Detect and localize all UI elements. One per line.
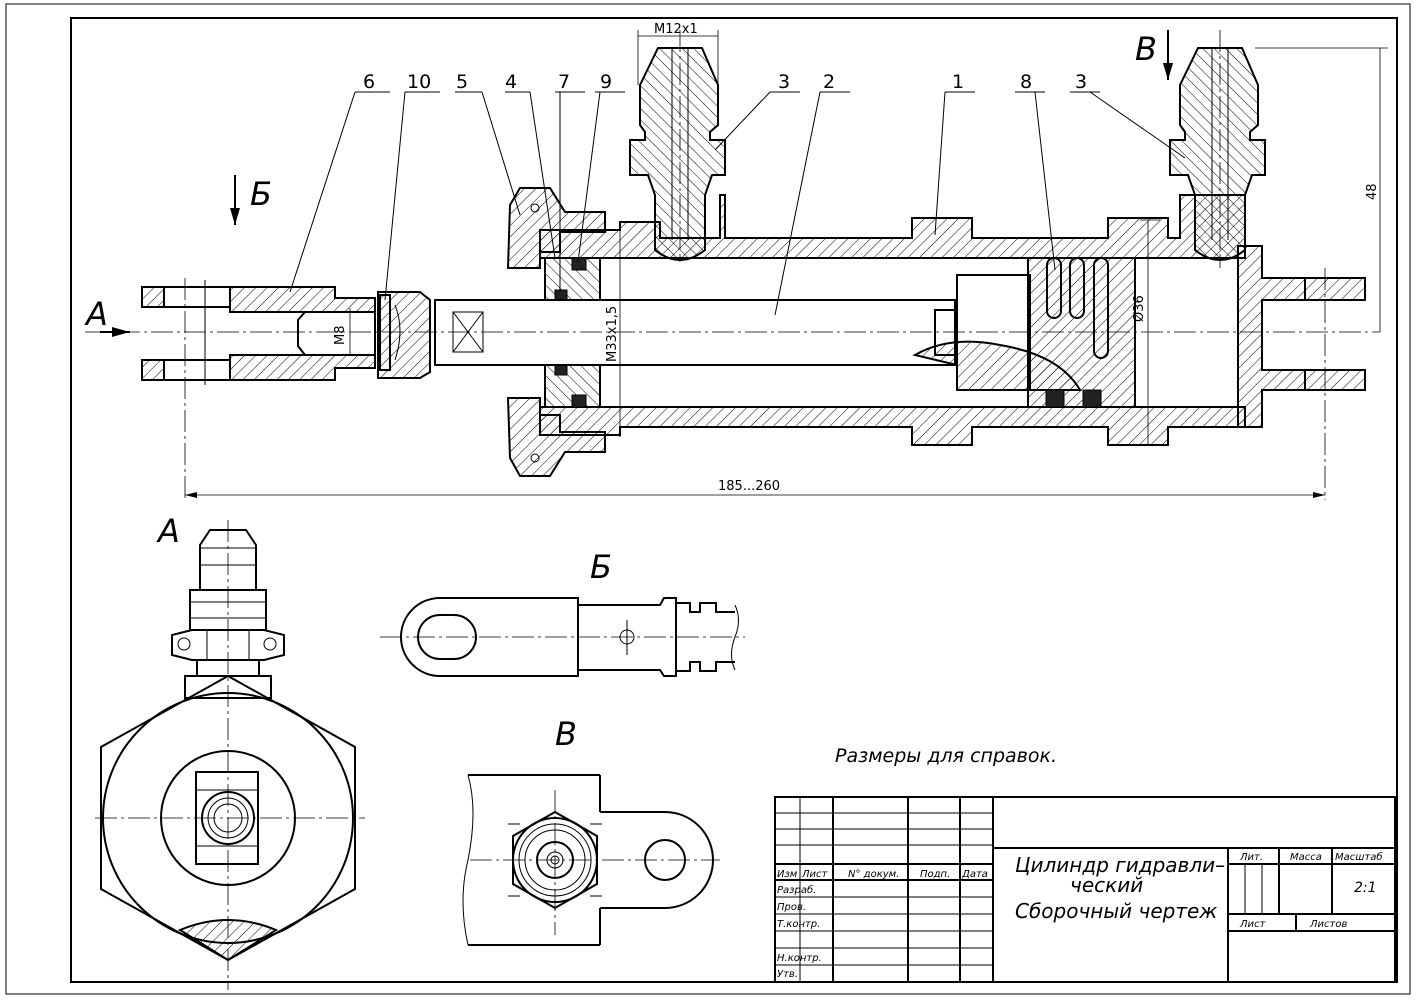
view-b: Б (380, 548, 745, 677)
tb-lit: Лит. (1239, 852, 1263, 863)
fork-eye-outline (400, 597, 579, 677)
tb-massa: Масса (1290, 852, 1322, 863)
view-arrow-b: Б (250, 175, 272, 213)
tb-prov: Пров. (777, 902, 806, 913)
callout-6: 6 (363, 71, 375, 93)
rod-wrench-flats (452, 311, 484, 353)
cylinder-rear-cap (1237, 245, 1306, 428)
callout-1: 1 (952, 71, 964, 93)
tb-sign: Подп. (920, 869, 950, 880)
gland-nut-bottom (506, 397, 606, 477)
lock-nut (377, 291, 431, 379)
dim-length: 185...260 (718, 479, 780, 494)
sheet-trim-border (5, 3, 1411, 995)
view-a-end: А (95, 512, 365, 990)
fitting-left (629, 47, 726, 261)
dim-thread-rod: M8 (333, 326, 348, 346)
view-arrows: A Б В (84, 30, 1173, 337)
rear-eye-top-lug (1304, 277, 1366, 301)
tb-sheet: Лист (1239, 919, 1267, 930)
cylinder-body-bottom-wall (539, 406, 1246, 446)
tb-izm: Изм (777, 869, 798, 880)
fork-bottom-body (229, 354, 376, 381)
piston-seal-2 (1082, 389, 1102, 408)
tb-tkontr: Т.контр. (777, 919, 820, 930)
callout-4: 4 (505, 71, 517, 93)
tb-masshtab: Масштаб (1335, 851, 1383, 863)
piston-seal-1 (1045, 389, 1065, 408)
fitting-right (1169, 47, 1266, 261)
view-b-label: Б (590, 548, 612, 586)
view-arrow-v: В (1135, 30, 1157, 68)
tb-nkontr: Н.контр. (777, 953, 822, 964)
tb-sheets: Листов (1309, 919, 1347, 930)
callout-2: 2 (823, 71, 835, 93)
part-callouts: 6 10 5 4 7 9 3 2 1 8 3 (289, 71, 1186, 316)
seal-ring-9-bottom (571, 394, 587, 408)
main-view-dimensions: M12x1 Ø36 48 M33x1,5 M8 185...260 (185, 22, 1388, 498)
fork-top-lug-1 (141, 286, 165, 308)
callout-9: 9 (600, 71, 612, 93)
piston-rod (434, 299, 956, 366)
tb-scale-value: 2:1 (1354, 880, 1377, 896)
fork-bottom-lug-1 (141, 359, 165, 381)
reference-note: Размеры для справок. (835, 745, 1057, 767)
tb-utv: Утв. (777, 969, 798, 980)
dim-thread-top: M12x1 (654, 22, 698, 37)
seal-ring-7-bottom (554, 364, 568, 376)
callout-3-left: 3 (778, 71, 790, 93)
view-v-eye (600, 811, 714, 909)
gland-nut-top (506, 187, 606, 269)
callout-5: 5 (456, 71, 468, 93)
tb-title-line3: Сборочный чертеж (1015, 899, 1217, 923)
tb-razrab: Разраб. (777, 884, 816, 896)
callout-7: 7 (558, 71, 570, 93)
cylinder-body-top-wall (539, 194, 1246, 259)
tb-title-line1: Цилиндр гидравли– (1015, 853, 1225, 877)
dim-diameter: Ø36 (1132, 295, 1147, 322)
callout-8: 8 (1020, 71, 1032, 93)
fork-top-body (229, 286, 376, 313)
drawing-frame (70, 17, 1398, 983)
seal-ring-7-top (554, 289, 568, 301)
tb-list: Лист (801, 869, 829, 880)
callout-10: 10 (407, 71, 431, 93)
seal-ring-9-top (571, 257, 587, 271)
dim-thread-nut: M33x1,5 (605, 306, 620, 362)
view-v-label: В (555, 715, 577, 753)
view-a-label: А (156, 512, 180, 550)
tb-date: Дата (961, 869, 988, 880)
callout-3-right: 3 (1075, 71, 1087, 93)
view-v: В (462, 715, 720, 946)
dim-height: 48 (1365, 183, 1380, 200)
tb-docnum: N° докум. (848, 869, 899, 880)
rear-eye-bottom-lug (1304, 369, 1366, 391)
piston-head (1027, 257, 1136, 408)
view-v-hex (512, 810, 598, 910)
view-arrow-a: A (84, 295, 108, 333)
tb-title-line2: ческий (1070, 873, 1143, 897)
title-block: Изм Лист N° докум. Подп. Дата Разраб. Пр… (774, 796, 1396, 983)
main-section-view (85, 30, 1380, 500)
